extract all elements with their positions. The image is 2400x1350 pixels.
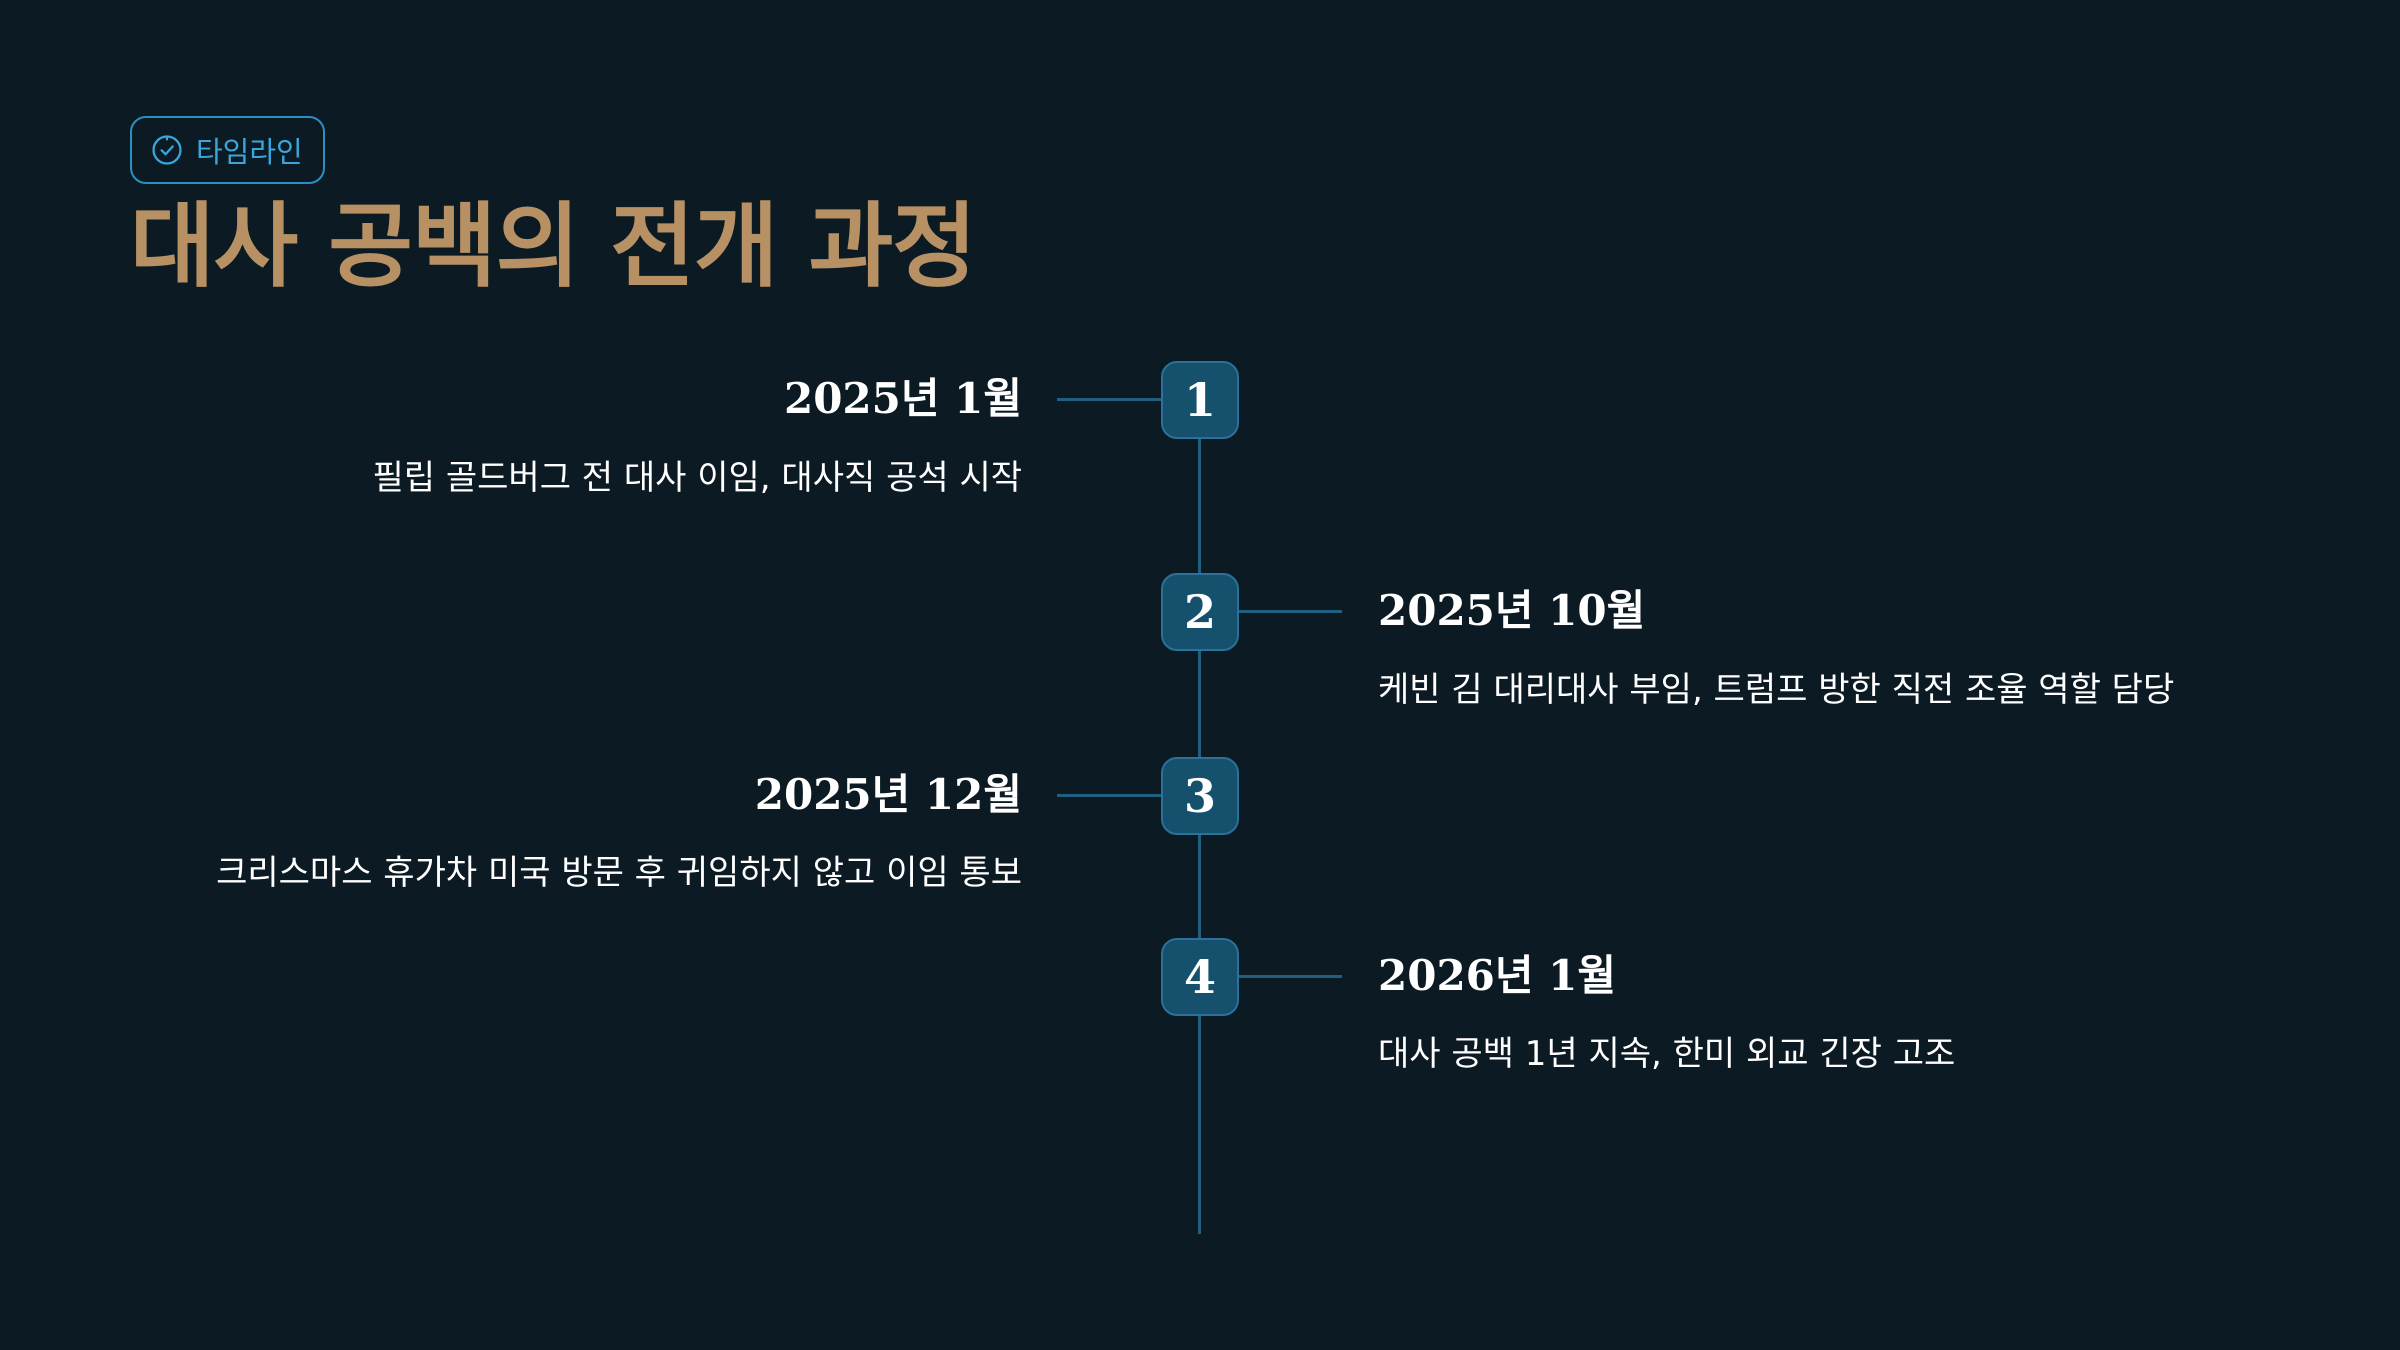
- event-2-marker: 2: [1161, 573, 1239, 651]
- event-4-connector: [1238, 975, 1342, 978]
- event-1-marker: 1: [1161, 361, 1239, 439]
- event-2-description: 케빈 김 대리대사 부임, 트럼프 방한 직전 조율 역할 담당: [1378, 670, 2175, 710]
- event-3-marker: 3: [1161, 757, 1239, 835]
- clock-check-icon: [152, 135, 182, 165]
- event-1-date: 2025년 1월: [783, 374, 1022, 423]
- page-title: 대사 공백의 전개 과정: [130, 193, 977, 300]
- event-1-description: 필립 골드버그 전 대사 이임, 대사직 공석 시작: [372, 458, 1023, 498]
- event-3-date: 2025년 12월: [754, 770, 1022, 819]
- event-3-connector: [1057, 794, 1163, 797]
- section-badge: 타임라인: [130, 116, 325, 184]
- event-1-connector: [1057, 398, 1163, 401]
- event-2-connector: [1238, 610, 1342, 613]
- event-4-marker: 4: [1161, 938, 1239, 1016]
- event-4-description: 대사 공백 1년 지속, 한미 외교 긴장 고조: [1378, 1034, 1956, 1074]
- badge-label: 타임라인: [196, 135, 303, 169]
- event-3-description: 크리스마스 휴가차 미국 방문 후 귀임하지 않고 이임 통보: [216, 853, 1022, 893]
- event-4-date: 2026년 1월: [1378, 951, 1617, 1000]
- event-2-date: 2025년 10월: [1378, 586, 1646, 635]
